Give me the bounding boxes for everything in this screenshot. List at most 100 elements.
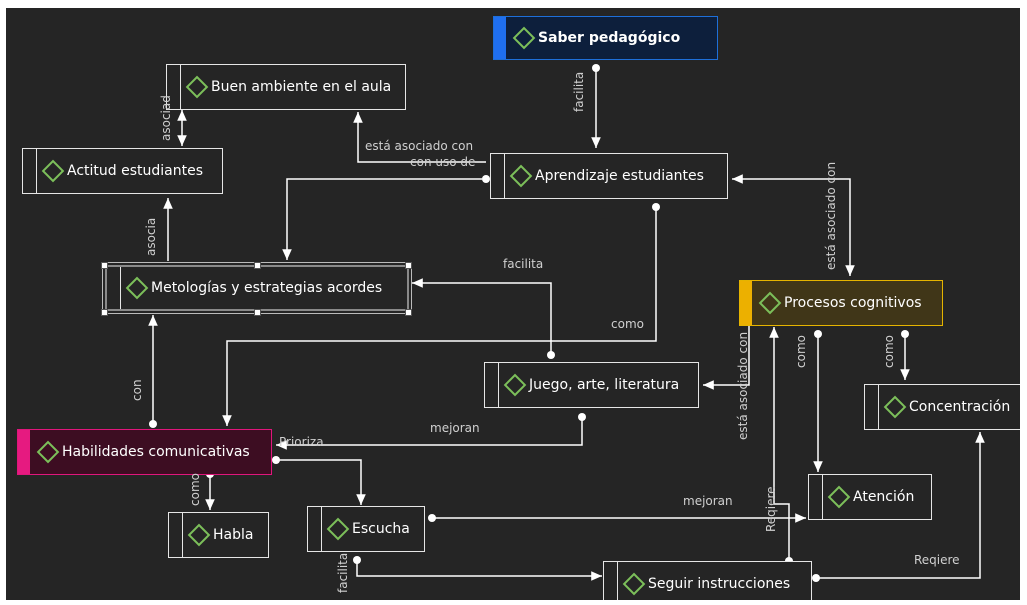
node-label: Procesos cognitivos xyxy=(784,295,922,311)
node-label: Saber pedagógico xyxy=(538,30,681,46)
diamond-icon xyxy=(326,517,350,541)
diamond-icon xyxy=(41,159,65,183)
connectors xyxy=(148,64,985,582)
selection-handle[interactable] xyxy=(405,262,412,269)
edge-label-como: como xyxy=(188,473,202,506)
diamond-icon xyxy=(512,26,536,50)
selection-handle[interactable] xyxy=(101,309,108,316)
edge-aprendizaje-habilidades xyxy=(222,206,657,426)
edge-label-como: como xyxy=(611,317,644,331)
diamond-icon xyxy=(36,440,60,464)
diamond-icon xyxy=(827,485,851,509)
node-label: Habilidades comunicativas xyxy=(62,444,250,460)
edge-juego-habilidades xyxy=(276,417,583,450)
edge-label-asociado: está asociado con xyxy=(365,139,474,153)
accent-bar xyxy=(18,430,30,474)
edge-label-reqiere: Reqiere xyxy=(914,553,960,567)
node-seguir-instrucciones[interactable]: Seguir instrucciones xyxy=(603,561,812,600)
node-habla[interactable]: Habla xyxy=(168,512,269,558)
node-aprendizaje-estudiantes[interactable]: Aprendizaje estudiantes xyxy=(490,153,728,199)
dot xyxy=(592,64,600,72)
edge-aprendizaje-ambiente xyxy=(353,112,486,163)
node-divider xyxy=(878,385,879,429)
edge-label-prioriza: Prioriza xyxy=(279,435,324,449)
diamond-icon xyxy=(758,291,782,315)
node-label: Actitud estudiantes xyxy=(67,163,204,179)
edge-aprendizaje-metologias xyxy=(282,178,482,260)
edge-label-mejoran: mejoran xyxy=(683,494,733,508)
node-divider xyxy=(180,65,181,109)
diamond-icon xyxy=(125,276,149,300)
dot xyxy=(814,330,822,338)
edge-label-como: como xyxy=(794,335,808,368)
edge-procesos-juego xyxy=(703,324,750,390)
edge-label-facilita: facilita xyxy=(336,552,350,593)
edge-seguir-procesos xyxy=(769,327,790,561)
node-escucha[interactable]: Escucha xyxy=(307,506,425,552)
node-actitud-estudiantes[interactable]: Actitud estudiantes xyxy=(22,148,223,194)
edge-label-reqiere: Reqiere xyxy=(764,486,778,532)
diamond-icon xyxy=(503,373,527,397)
node-divider xyxy=(504,154,505,198)
selection-handle[interactable] xyxy=(101,262,108,269)
diamond-icon xyxy=(883,395,907,419)
edge-aprendizaje-procesos xyxy=(732,174,855,276)
dot xyxy=(149,420,157,428)
node-label: Buen ambiente en el aula xyxy=(211,79,392,95)
edge-label-facilita: facilita xyxy=(572,71,586,112)
node-label: Habla xyxy=(213,527,254,543)
edge-label-facilita: facilita xyxy=(503,257,544,271)
node-juego-arte-literatura[interactable]: Juego, arte, literatura xyxy=(484,362,699,408)
dot xyxy=(901,330,909,338)
node-divider xyxy=(321,507,322,551)
node-label: Escucha xyxy=(352,521,410,537)
node-label: Concentración xyxy=(909,399,1011,415)
edge-escucha-seguir xyxy=(356,560,602,581)
node-divider xyxy=(36,149,37,193)
dot xyxy=(578,413,586,421)
dot xyxy=(272,456,280,464)
node-atencion[interactable]: Atención xyxy=(808,474,932,520)
node-procesos-cognitivos[interactable]: Procesos cognitivos xyxy=(739,280,943,326)
diamond-icon xyxy=(185,75,209,99)
node-divider xyxy=(182,513,183,557)
node-divider xyxy=(822,475,823,519)
node-label: Atención xyxy=(853,489,915,505)
node-saber-pedagogico[interactable]: Saber pedagógico xyxy=(493,16,718,60)
dot xyxy=(353,556,361,564)
dot xyxy=(547,351,555,359)
node-buen-ambiente[interactable]: Buen ambiente en el aula xyxy=(166,64,406,110)
edge-label-con-uso-de: con uso de xyxy=(410,155,476,169)
dot xyxy=(428,514,436,522)
accent-bar xyxy=(494,17,506,59)
node-metologias[interactable]: Metologías y estrategias acordes xyxy=(102,262,412,314)
edge-label-asocia: asocia xyxy=(144,217,158,256)
node-habilidades-comunicativas[interactable]: Habilidades comunicativas xyxy=(17,429,272,475)
dot xyxy=(812,574,820,582)
dot xyxy=(482,175,490,183)
node-label: Metologías y estrategias acordes xyxy=(151,280,383,296)
edge-label-mejoran: mejoran xyxy=(430,421,480,435)
edge-label-como: como xyxy=(882,335,896,368)
node-divider xyxy=(498,363,499,407)
edge-habilidades-escucha xyxy=(276,459,366,505)
edge-juego-metologias xyxy=(412,278,552,355)
accent-bar xyxy=(740,281,752,325)
diamond-icon xyxy=(622,572,646,596)
edge-label-asociad: asociad xyxy=(159,95,173,141)
node-label: Aprendizaje estudiantes xyxy=(535,168,704,184)
edge-label-con: con xyxy=(130,379,144,401)
selection-handle[interactable] xyxy=(254,309,261,316)
edge-label-asociado: está asociado con xyxy=(736,331,750,440)
edge-label-asociado: está asociado con xyxy=(824,161,838,270)
selection-handle[interactable] xyxy=(405,309,412,316)
diamond-icon xyxy=(509,164,533,188)
node-concentracion[interactable]: Concentración xyxy=(864,384,1020,430)
node-label: Seguir instrucciones xyxy=(648,576,791,592)
dot xyxy=(652,203,660,211)
diagram-canvas: Saber pedagógico Buen ambiente en el aul… xyxy=(6,8,1020,600)
selection-handle[interactable] xyxy=(254,262,261,269)
diamond-icon xyxy=(187,523,211,547)
node-divider xyxy=(617,562,618,600)
node-divider xyxy=(120,267,121,309)
